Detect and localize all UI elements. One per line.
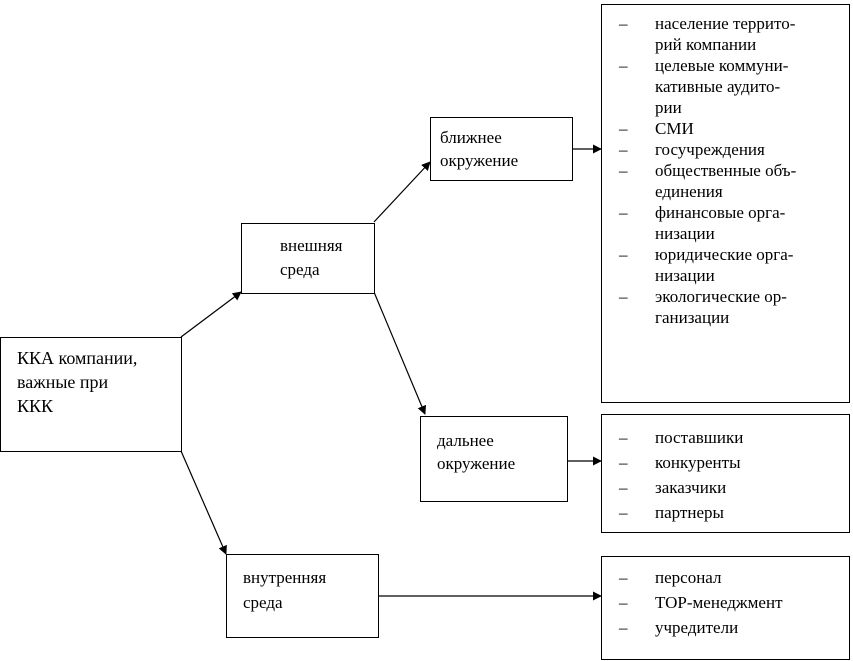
list-item-text: ТОР-менеджмент	[655, 593, 783, 612]
list-item: – юридические орга-	[619, 244, 796, 265]
list-item-text: ганизации	[655, 308, 730, 327]
internal-list-box: – персонал – ТОР-менеджмент – учредители	[601, 556, 850, 660]
root-line-2: важные при	[17, 372, 109, 392]
list-dash: –	[619, 119, 628, 138]
root-line-3: ККК	[17, 396, 54, 416]
list-item: – заказчики	[619, 475, 743, 500]
list-item: – население террито-	[619, 13, 796, 34]
list-dash: –	[619, 287, 628, 306]
list-item-text: единения	[655, 182, 723, 201]
list-item-text: целевые коммуни-	[655, 56, 789, 75]
list-dash: –	[619, 161, 628, 180]
list-dash: –	[619, 14, 628, 33]
near-list-box: – население террито-рий компании – целевые …	[601, 4, 850, 403]
arrow-external-to-far	[373, 291, 427, 415]
arrow-external-to-near	[373, 161, 431, 223]
list-item-text: экологические ор-	[655, 287, 787, 306]
near-list: – население террито-рий компании – целевые …	[619, 13, 796, 328]
list-item: единения	[619, 181, 796, 202]
near-environment-box: ближнее окружение	[430, 117, 573, 181]
list-item-text: низации	[655, 224, 715, 243]
list-item: – финансовые орга-	[619, 202, 796, 223]
list-item-text: заказчики	[655, 478, 727, 497]
list-dash: –	[619, 56, 628, 75]
list-item: низации	[619, 223, 796, 244]
list-item-text: население террито-	[655, 14, 796, 33]
list-item: – общественные объ-	[619, 160, 796, 181]
far-line-1: дальнее	[437, 431, 494, 450]
far-line-2: окружение	[437, 454, 516, 473]
list-dash: –	[619, 618, 628, 637]
list-item-text: юридические орга-	[655, 245, 794, 264]
list-item: ганизации	[619, 307, 796, 328]
list-item-text: партнеры	[655, 503, 724, 522]
external-environment-box: внешняя среда	[241, 223, 375, 294]
list-item: рий компании	[619, 34, 796, 55]
list-dash: –	[619, 140, 628, 159]
list-item-text: низации	[655, 266, 715, 285]
list-item-text: госучреждения	[655, 140, 765, 159]
list-dash: –	[619, 203, 628, 222]
internal-environment-box: внутренняя среда	[226, 554, 379, 638]
far-list: – поставшики – конкуренты – заказчики – партнер…	[619, 425, 743, 525]
list-item-text: СМИ	[655, 119, 694, 138]
list-item: – СМИ	[619, 118, 796, 139]
list-item: рии	[619, 97, 796, 118]
list-item-text: поставшики	[655, 428, 744, 447]
list-dash: –	[619, 453, 628, 472]
list-dash: –	[619, 593, 628, 612]
list-item-text: конкуренты	[655, 453, 741, 472]
near-line-2: окружение	[440, 151, 519, 170]
external-line-1: внешняя	[280, 236, 343, 255]
list-item-text: общественные объ-	[655, 161, 797, 180]
internal-list: – персонал – ТОР-менеджмент – учредители	[619, 565, 783, 640]
list-dash: –	[619, 503, 628, 522]
list-item: – учредители	[619, 615, 783, 640]
internal-line-2: среда	[243, 593, 283, 612]
external-line-2: среда	[280, 260, 320, 279]
internal-line-1: внутренняя	[243, 568, 327, 587]
list-item: кативные аудито-	[619, 76, 796, 97]
list-item: – ТОР-менеджмент	[619, 590, 783, 615]
list-dash: –	[619, 568, 628, 587]
list-item-text: рии	[655, 98, 682, 117]
list-item: – конкуренты	[619, 450, 743, 475]
arrow-root-to-external	[180, 291, 242, 338]
root-line-1: ККА компании,	[17, 348, 138, 368]
list-item: – экологические ор-	[619, 286, 796, 307]
list-item-text: рий компании	[655, 35, 757, 54]
far-list-box: – поставшики – конкуренты – заказчики – партнер…	[601, 414, 850, 533]
list-item: – госучреждения	[619, 139, 796, 160]
list-dash: –	[619, 245, 628, 264]
list-item: – партнеры	[619, 500, 743, 525]
near-line-1: ближнее	[440, 128, 502, 147]
root-box: ККА компании, важные при ККК	[0, 337, 182, 452]
list-item-text: персонал	[655, 568, 722, 587]
list-item: – персонал	[619, 565, 783, 590]
list-dash: –	[619, 478, 628, 497]
list-item: низации	[619, 265, 796, 286]
list-item-text: учредители	[655, 618, 739, 637]
list-item: – поставшики	[619, 425, 743, 450]
arrow-root-to-internal	[180, 450, 227, 555]
far-environment-box: дальнее окружение	[420, 416, 568, 502]
list-item-text: кативные аудито-	[655, 77, 781, 96]
list-item: – целевые коммуни-	[619, 55, 796, 76]
list-dash: –	[619, 428, 628, 447]
list-item-text: финансовые орга-	[655, 203, 786, 222]
